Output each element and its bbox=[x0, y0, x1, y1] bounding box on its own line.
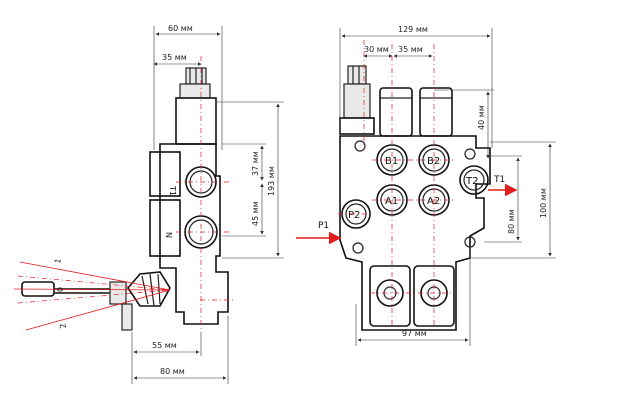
dim-side-37: 37 мм bbox=[251, 151, 260, 176]
dim-side-193: 193 мм bbox=[267, 166, 276, 196]
side-spool-cap bbox=[175, 97, 217, 145]
port-a2-label: A2 bbox=[427, 196, 440, 207]
side-body bbox=[159, 143, 229, 325]
front-bottom-cap-2 bbox=[413, 265, 455, 327]
port-b2-label: B2 bbox=[427, 156, 440, 167]
side-top-nut bbox=[179, 83, 211, 99]
dim-side-45: 45 мм bbox=[251, 201, 260, 226]
side-port-n-label: N bbox=[164, 232, 173, 238]
dim-front-100: 100 мм bbox=[539, 188, 548, 218]
dim-side-55: 55 мм bbox=[152, 341, 177, 350]
front-top-fitting bbox=[347, 65, 367, 85]
dim-front-97: 97 мм bbox=[402, 329, 427, 338]
dim-front-35: 35 мм bbox=[398, 45, 423, 54]
port-p2-label: P2 bbox=[348, 210, 360, 221]
dim-side-60: 60 мм bbox=[168, 24, 193, 33]
dim-front-80: 80 мм bbox=[507, 209, 516, 234]
front-body bbox=[339, 135, 491, 331]
front-spool-cap-1 bbox=[379, 87, 413, 137]
flow-p1-label: P1 bbox=[318, 221, 329, 231]
dim-front-30: 30 мм bbox=[364, 45, 389, 54]
lever-pos-1: 1 bbox=[53, 258, 63, 265]
front-dimensions: 129 мм 30 мм 35 мм 40 мм 100 мм 80 мм bbox=[339, 25, 556, 346]
dim-front-129: 129 мм bbox=[398, 25, 428, 34]
dim-side-80: 80 мм bbox=[160, 367, 185, 376]
side-dimensions: 60 мм 35 мм 193 мм 37 мм 45 мм 55 мм bbox=[131, 24, 284, 384]
side-port-t1-label: T1 bbox=[168, 185, 177, 196]
port-t2 bbox=[459, 165, 489, 195]
flow-t1-label: T1 bbox=[493, 175, 505, 185]
port-t2-label: T2 bbox=[465, 176, 478, 187]
front-spool-cap-2 bbox=[419, 87, 453, 137]
lever-boot bbox=[126, 271, 171, 307]
front-view: B1 B2 A1 A2 P2 T2 P1 T1 129 мм 30 мм bbox=[296, 25, 556, 346]
dim-side-35: 35 мм bbox=[162, 53, 187, 62]
port-a1-label: A1 bbox=[385, 196, 398, 207]
dim-front-40: 40 мм bbox=[477, 105, 486, 130]
lever-pos-0: 0 bbox=[56, 287, 65, 292]
port-b1-label: B1 bbox=[385, 156, 398, 167]
side-view: T1 N 1 0 2 bbox=[13, 24, 284, 384]
lever-stem bbox=[121, 303, 133, 331]
front-relief-valve bbox=[343, 83, 371, 119]
front-bottom-cap-1 bbox=[369, 265, 411, 327]
lever-pos-2: 2 bbox=[58, 323, 68, 330]
side-lever: 1 0 2 bbox=[13, 258, 171, 331]
lever-pivot bbox=[109, 281, 127, 305]
